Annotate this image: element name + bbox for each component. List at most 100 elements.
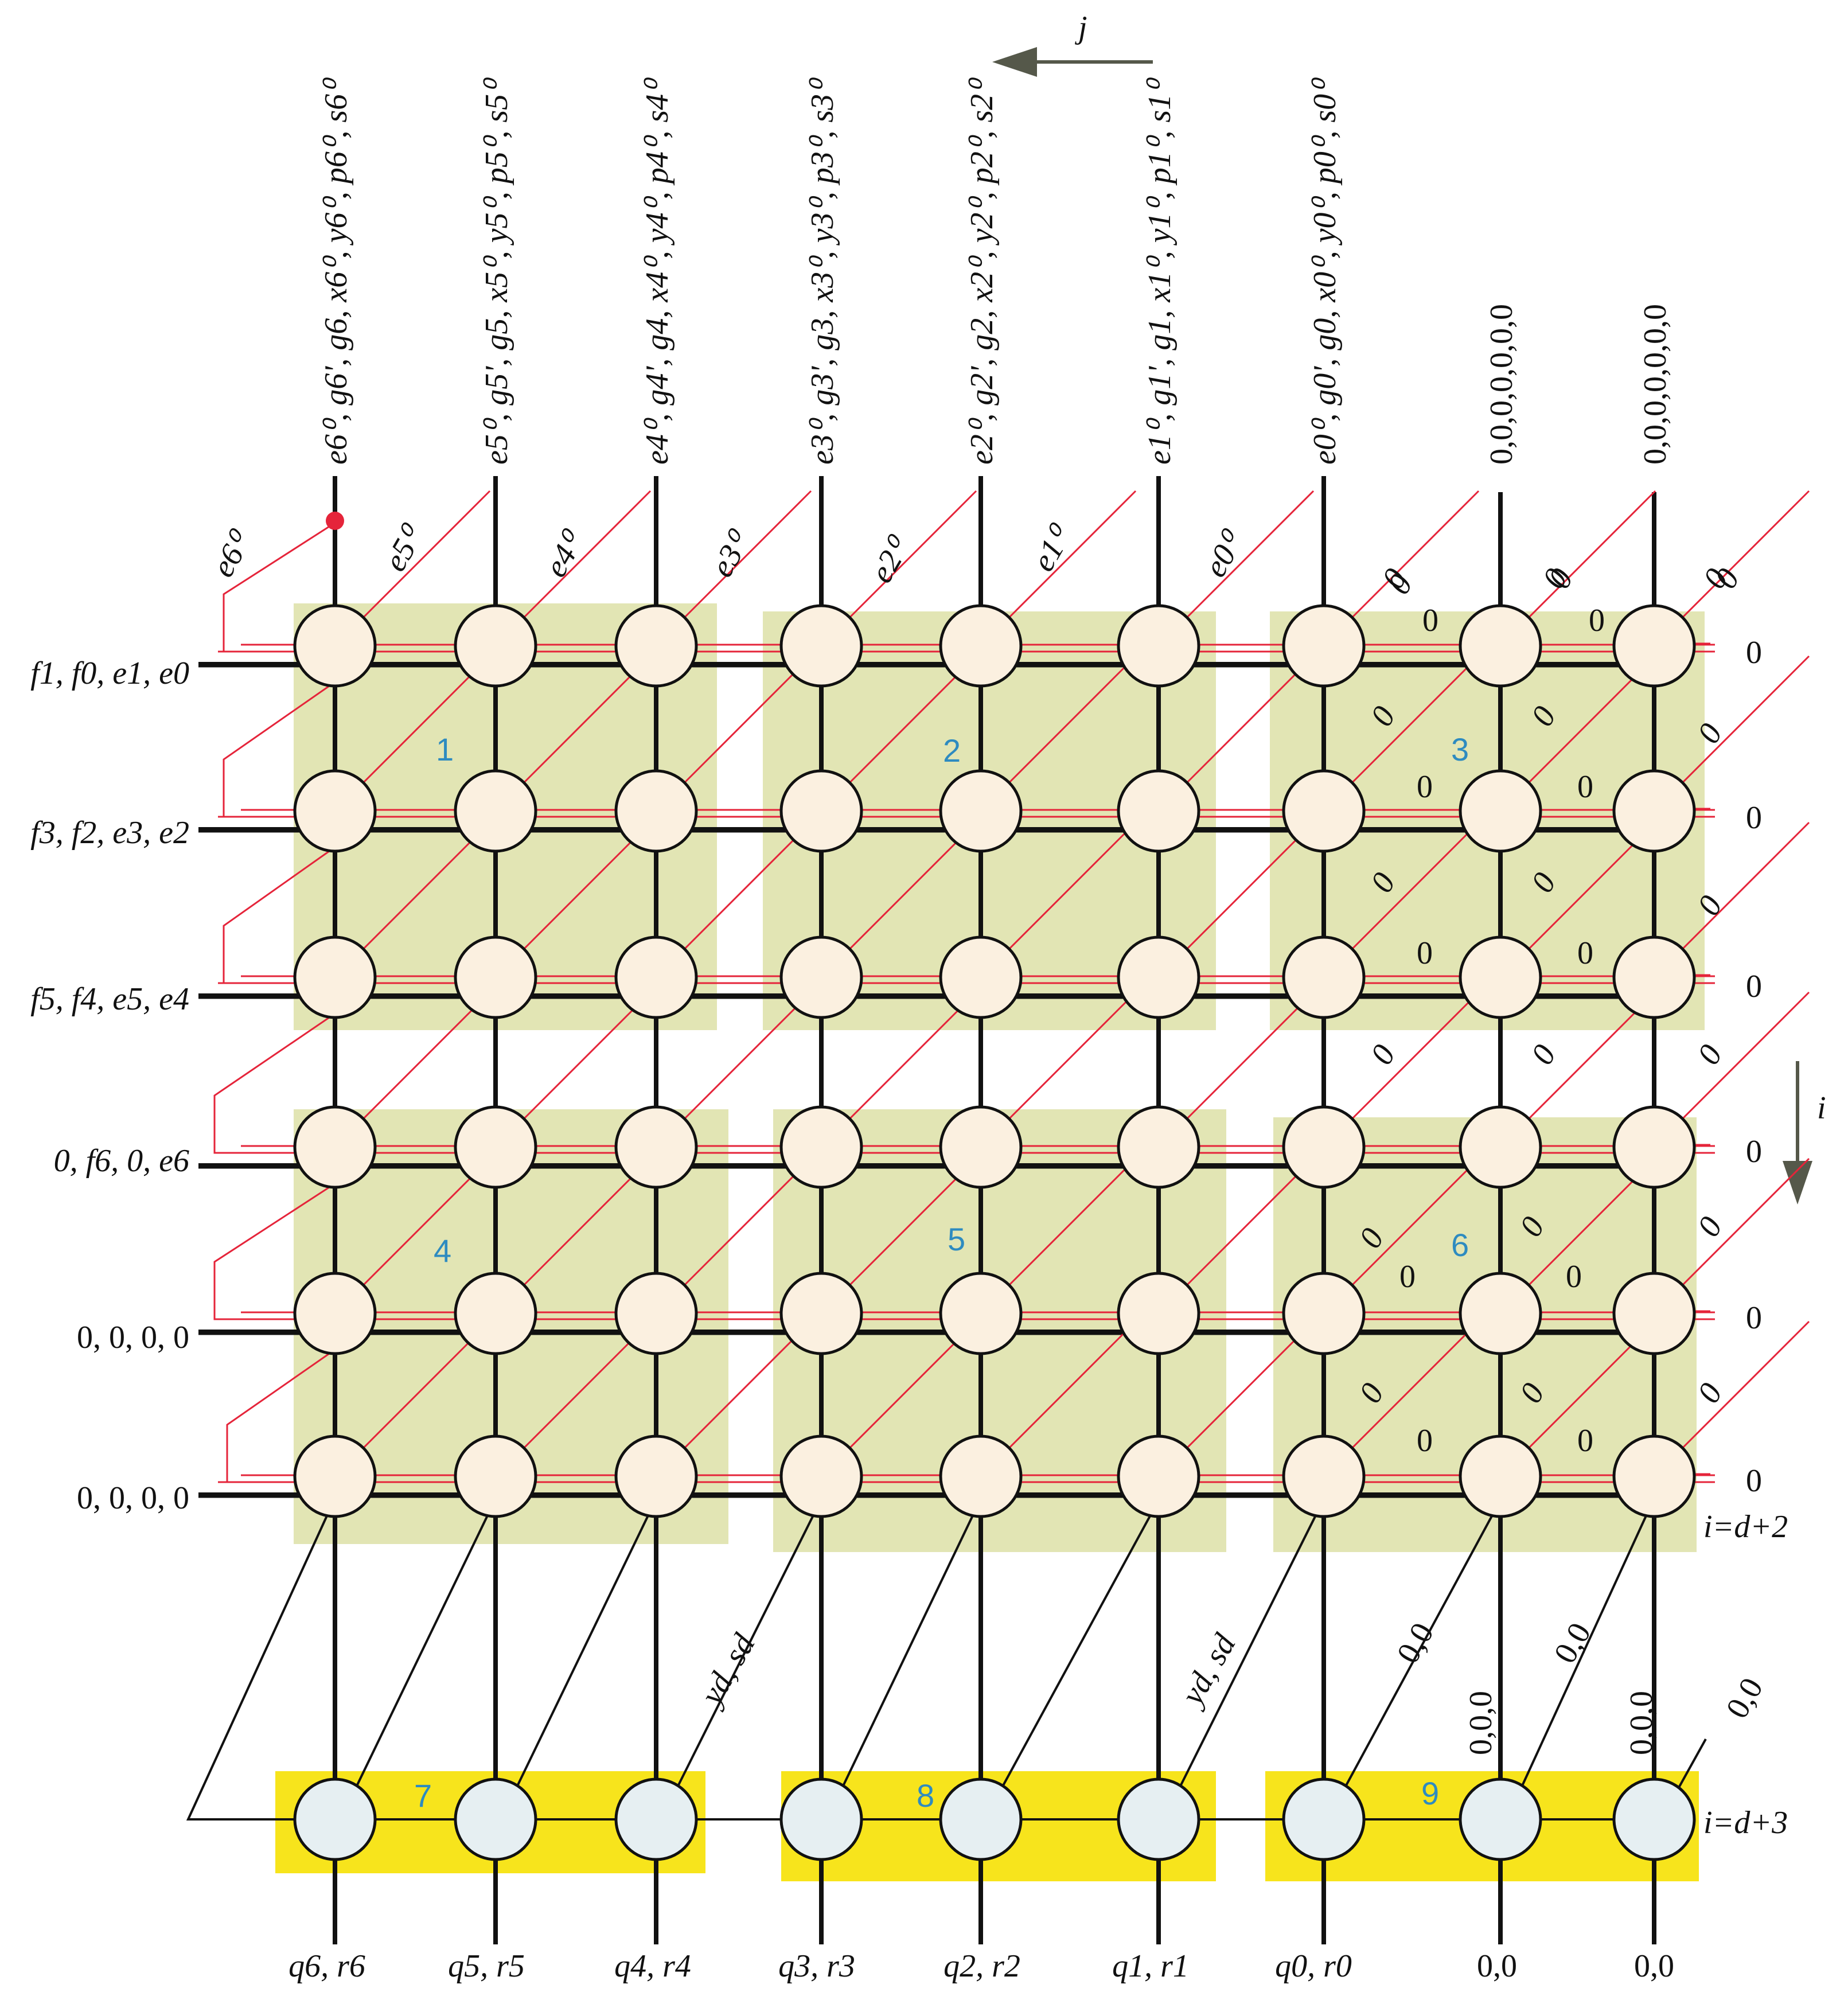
red-diag-2-4 [997, 821, 1137, 961]
red-diag-3-4 [997, 991, 1137, 1131]
pe-node-r4-c0 [293, 1272, 377, 1355]
pe-node-r0-c8 [1612, 604, 1696, 688]
red-diag-1-4 [997, 655, 1137, 795]
e-label-0: e6⁰ [205, 524, 260, 583]
row-label-output: i=d+3 [1703, 1805, 1788, 1841]
pe-node-r5-c3 [779, 1434, 863, 1518]
left-input-label-2: f5, f4, e5, e4 [30, 981, 189, 1017]
red-fold-5 [226, 1352, 330, 1483]
pe-node-r4-c4 [939, 1272, 1023, 1355]
red-diag-3-1 [512, 991, 652, 1131]
pe-node-r1-c7 [1459, 769, 1542, 853]
top-input-label-5: e1⁰, g1', g1, x1⁰, y1⁰, p1⁰, s1⁰ [1142, 77, 1178, 465]
pe-node-r0-c1 [454, 604, 537, 688]
pe-node-r4-c6 [1282, 1272, 1366, 1355]
bottom-output-label-2: q4, r4 [614, 1948, 691, 1984]
pe-node-r5-c7 [1459, 1434, 1542, 1518]
red-diag-1-3 [837, 655, 977, 795]
red-diag-2-6 [1340, 821, 1480, 961]
left-input-label-5: 0, 0, 0, 0 [77, 1480, 189, 1516]
pe-node-r5-c8 [1612, 1434, 1696, 1518]
red-diag-2-8 [1670, 821, 1810, 961]
red-diag-2-0 [351, 821, 491, 961]
output-node-3 [779, 1777, 863, 1861]
diag-out-0 [353, 1510, 491, 1791]
right-output-label-0: 0 [1746, 635, 1762, 671]
output-node-5 [1117, 1777, 1200, 1861]
bottom-output-label-6: q0, r0 [1275, 1948, 1352, 1984]
block-number-5: 5 [948, 1221, 965, 1257]
red-fold-0 [223, 525, 330, 653]
pe-node-r5-c0 [293, 1434, 377, 1518]
inner-zero-8: 0 [1417, 1423, 1433, 1459]
pe-node-r4-c1 [454, 1272, 537, 1355]
inner-zero-4: 0 [1417, 935, 1433, 971]
pe-node-r5-c4 [939, 1434, 1023, 1518]
red-fold-2 [223, 850, 330, 984]
e6-tap-dot [326, 512, 344, 530]
red-diag-5-4 [997, 1320, 1137, 1460]
i-arrow-head [1783, 1161, 1812, 1204]
mid-label-5: 0,0,0 [1624, 1691, 1659, 1755]
pe-node-r0-c6 [1282, 604, 1366, 688]
pe-node-r2-c1 [454, 935, 537, 1019]
pe-node-r2-c6 [1282, 935, 1366, 1019]
red-diag-3-3 [837, 991, 977, 1131]
block-number-1: 1 [436, 731, 454, 767]
red-diag-1-1 [512, 655, 652, 795]
output-node-4 [939, 1777, 1023, 1861]
pe-node-r3-c0 [293, 1105, 377, 1189]
red-diag-1-0 [351, 655, 491, 795]
processing-elements [293, 604, 1696, 1861]
bottom-output-label-0: q6, r6 [288, 1948, 365, 1984]
j-direction-label: j [1075, 10, 1087, 45]
red-diag-3-0 [351, 991, 491, 1131]
red-diag-0-2 [672, 490, 812, 630]
red-diag-1-8 [1670, 655, 1810, 795]
red-diag-3-8 [1670, 991, 1810, 1131]
pe-node-r1-c1 [454, 769, 537, 853]
pe-node-r3-c8 [1612, 1105, 1696, 1189]
e-label-5: e1⁰ [1026, 519, 1080, 578]
red-diag-2-2 [672, 821, 812, 961]
red-diag-0-6 [1340, 490, 1480, 630]
inner-zero-3: 0 [1577, 769, 1593, 805]
red-diag-2-1 [512, 821, 652, 961]
red-diag-0-5 [1175, 490, 1315, 630]
fold-wire-0 [186, 1510, 330, 1821]
pe-node-r2-c3 [779, 935, 863, 1019]
red-diag-4-5 [1175, 1157, 1315, 1297]
red-diag-0-1 [512, 490, 652, 630]
e-label-3: e3⁰ [704, 524, 759, 583]
bottom-output-label-3: q3, r3 [778, 1948, 855, 1984]
pe-node-r4-c3 [779, 1272, 863, 1355]
red-diag-3-6 [1340, 991, 1480, 1131]
block-number-6: 6 [1451, 1227, 1469, 1263]
diag-out-2 [675, 1510, 817, 1791]
pe-node-r5-c2 [614, 1434, 698, 1518]
bottom-output-label-4: q2, r2 [944, 1948, 1020, 1984]
pe-node-r1-c4 [939, 769, 1023, 853]
red-diag-5-2 [672, 1320, 812, 1460]
top-input-label-3: e3⁰, g3', g3, x3⁰, y3⁰, p3⁰, s3⁰ [805, 77, 840, 465]
bottom-output-label-8: 0,0 [1634, 1948, 1674, 1984]
red-diag-0-4 [997, 490, 1137, 630]
right-output-label-3: 0 [1746, 1134, 1762, 1170]
red-diag-4-3 [837, 1157, 977, 1297]
red-diag-3-7 [1516, 991, 1656, 1131]
pe-node-r3-c2 [614, 1105, 698, 1189]
pe-node-r0-c5 [1117, 604, 1200, 688]
red-diag-1-2 [672, 655, 812, 795]
red-diag-3-2 [672, 991, 812, 1131]
pe-node-r2-c0 [293, 935, 377, 1019]
inner-zero-diag-4: 0 [1364, 1039, 1403, 1070]
pe-node-r1-c3 [779, 769, 863, 853]
pe-node-r4-c5 [1117, 1272, 1200, 1355]
red-fold-1 [223, 685, 330, 818]
block-number-3: 3 [1451, 731, 1469, 767]
red-diag-0-3 [837, 490, 977, 630]
e-label-2: e4⁰ [538, 524, 592, 583]
